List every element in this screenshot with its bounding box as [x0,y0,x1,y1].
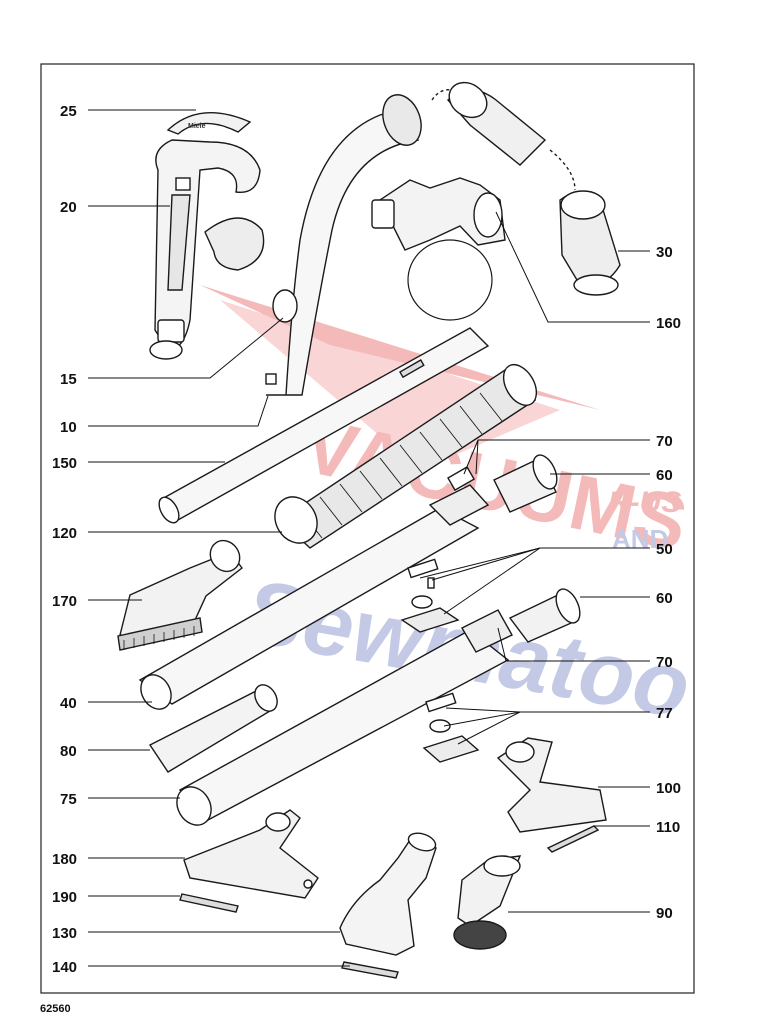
callout-77: 77 [656,705,673,722]
part-120-flex-hose [274,364,538,549]
part-110-strip [546,825,600,853]
part-150-straight-tube [158,327,490,524]
callout-30: 30 [656,244,673,261]
callout-140: 140 [52,959,77,976]
part-10-curved-wand [265,94,422,396]
callout-70-lower: 70 [656,654,673,671]
part-30-hose-swivel [431,81,621,296]
callout-40: 40 [60,695,77,712]
callout-60-upper: 60 [656,467,673,484]
part-60-coupling-upper [493,454,558,513]
callout-15: 15 [60,371,77,388]
watermark-line2: R-US [608,486,681,519]
callout-110: 110 [656,819,680,836]
callout-190: 190 [52,889,77,906]
callout-10: 10 [60,419,77,436]
callout-25: 25 [60,103,77,120]
part-77-clip-set [422,692,480,763]
part-60-coupling-lower [508,588,581,643]
callout-160: 160 [656,315,681,332]
part-100-mattress-nozzle [496,737,607,833]
part-130-wide-crevice [339,832,437,956]
part-75-telescopic-tube [176,609,513,826]
part-180-floor-tool [183,809,319,899]
callout-80: 80 [60,743,77,760]
callout-180: 180 [52,851,77,868]
callout-90: 90 [656,905,673,922]
drawing-code: 62560 [40,1003,71,1015]
part-90-dusting-brush [453,855,522,950]
callout-120: 120 [52,525,77,542]
part-140-strip [341,961,399,979]
part-190-strip [179,893,239,913]
diagram-frame [40,63,695,994]
part-40-upper-tube [138,466,490,710]
callout-20: 20 [60,199,77,216]
callout-170: 170 [52,593,77,610]
part-170-upholstery-brush [117,539,243,651]
callout-100: 100 [656,780,681,797]
part-25-handle-cap [166,112,252,135]
callout-150: 150 [52,455,77,472]
callout-130: 130 [52,925,77,942]
callout-75: 75 [60,791,77,808]
brand-mark: Miele [188,123,206,130]
callout-60-lower: 60 [656,590,673,607]
watermark-line3: AND [612,524,668,554]
callout-50: 50 [656,541,673,558]
part-20-handle [149,139,265,360]
part-80-crevice-tube [148,684,278,773]
part-160-hose-connector [371,177,506,321]
callout-70-upper: 70 [656,433,673,450]
